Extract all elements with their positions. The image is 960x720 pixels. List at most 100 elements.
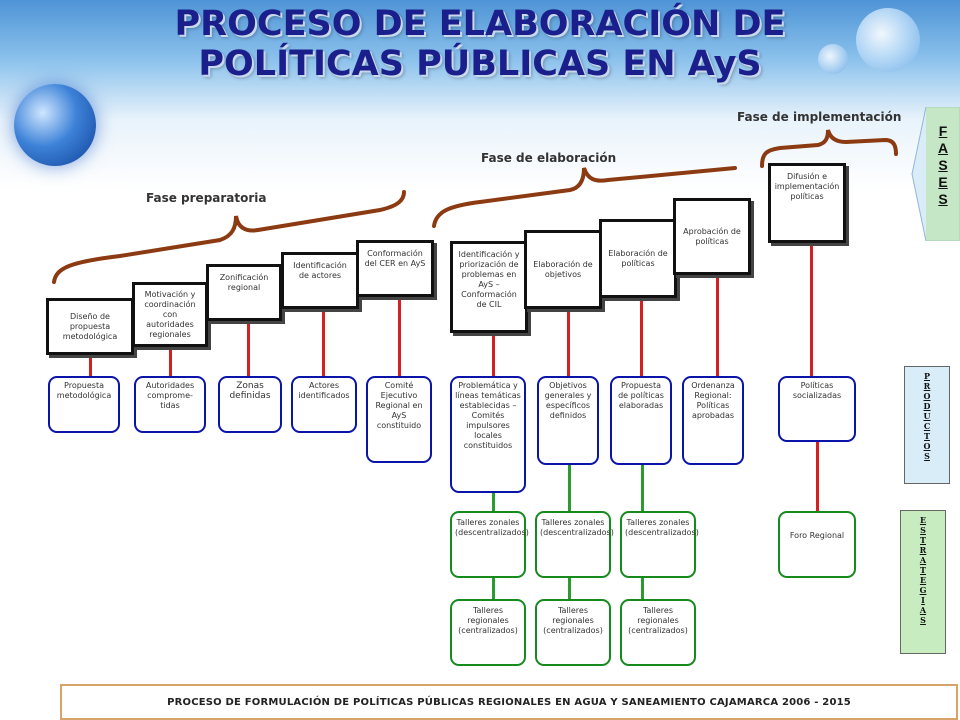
connector-line: [640, 297, 643, 377]
activity-label: Conformación del CER en AyS: [364, 249, 426, 268]
activity-box: Diseño de propuesta metodológica: [46, 298, 134, 355]
product-label: Políticas socializadas: [792, 381, 842, 400]
activity-label: Diseño de propuesta metodológica: [62, 311, 118, 341]
page-title: PROCESO DE ELABORACIÓN DE POLÍTICAS PÚBL…: [60, 4, 900, 84]
activity-label: Identificación y priorización de problem…: [458, 250, 520, 309]
strategy-label: Talleres regionales (centralizados): [628, 606, 688, 635]
product-box: Problemática y líneas temáticas establec…: [450, 376, 526, 493]
estrategias-letter: G: [919, 585, 927, 595]
connector-line: [492, 332, 495, 377]
connector-line: [169, 346, 172, 377]
fases-banner-shape: [911, 107, 960, 241]
activity-box: Identificación de actores: [281, 252, 359, 309]
phase-brackets: [52, 129, 898, 284]
activity-label: Identificación de actores: [293, 261, 347, 280]
productos-letter: C: [923, 421, 931, 431]
product-label: Zonas definidas: [229, 381, 271, 401]
phase-label-preparatoria: Fase preparatoria: [146, 191, 267, 205]
product-box: Ordenanza Regional: Políticas aprobadas: [682, 376, 744, 465]
decorative-bubble-right: [856, 8, 920, 72]
fases-letter: F: [938, 123, 948, 139]
estrategias-letter: R: [919, 545, 927, 555]
title-line-1: PROCESO DE ELABORACIÓN DE: [174, 4, 786, 44]
side-label-productos: P R O D U C T O S: [904, 366, 950, 484]
activity-box: Elaboración de objetivos: [524, 230, 602, 309]
activity-label: Aprobación de políticas: [683, 226, 741, 246]
product-box: Autoridades comprome-tidas: [134, 376, 206, 433]
product-box: Objetivos generales y específicos defini…: [537, 376, 599, 465]
estrategias-letter: T: [920, 535, 926, 545]
estrategias-letter: A: [919, 605, 927, 615]
phase-label-implementacion: Fase de implementación: [737, 110, 902, 124]
bracket-implementacion: [760, 129, 898, 168]
bracket-preparatoria: [52, 190, 406, 284]
product-box: Políticas socializadas: [778, 376, 856, 442]
activity-box: Motivación y coordinación con autoridade…: [132, 282, 208, 347]
estrategias-letter: S: [920, 525, 926, 535]
activity-box: Aprobación de políticas: [673, 198, 751, 275]
strategy-box: Talleres regionales (centralizados): [535, 599, 611, 666]
phase-label-elaboracion: Fase de elaboración: [481, 151, 617, 165]
side-label-estrategias: E S T R A T E G I A S: [900, 510, 946, 654]
product-box: Propuesta de políticas elaboradas: [610, 376, 672, 465]
connector-line: [247, 320, 250, 377]
productos-letter: O: [923, 391, 931, 401]
strategy-connector-line: [492, 492, 495, 512]
activity-box: Identificación y priorización de problem…: [450, 241, 528, 333]
strategy-box: Talleres zonales (descentralizados): [620, 511, 699, 578]
footer-banner: PROCESO DE FORMULACIÓN DE POLÍTICAS PÚBL…: [60, 684, 958, 720]
product-label: Propuesta de políticas elaboradas: [618, 381, 664, 410]
strategy-box: Talleres zonales (descentralizados): [450, 511, 529, 578]
estrategias-letter: E: [919, 515, 927, 525]
product-box: Propuesta metodológica: [48, 376, 120, 433]
strategy-box: Talleres regionales (centralizados): [450, 599, 526, 666]
activity-box: Conformación del CER en AyS: [356, 240, 434, 297]
connector-line: [567, 308, 570, 377]
product-box: Actores identificados: [291, 376, 357, 433]
strategy-box: Talleres regionales (centralizados): [620, 599, 696, 666]
productos-letter: P: [923, 371, 930, 381]
side-label-fases: F A S E S: [910, 107, 960, 241]
fases-letter: S: [938, 157, 948, 173]
product-label: Objetivos generales y específicos defini…: [544, 381, 592, 420]
estrategias-letter: A: [919, 555, 927, 565]
productos-letter: O: [923, 441, 931, 451]
bracket-elaboracion: [432, 166, 737, 228]
strategy-label: Talleres zonales (descentralizados): [455, 518, 529, 537]
connector-line: [89, 354, 92, 377]
connector-line: [398, 296, 401, 377]
strategy-label: Talleres regionales (centralizados): [458, 606, 518, 635]
decorative-bubble-small: [818, 44, 848, 74]
fases-letter: S: [938, 191, 948, 207]
product-label: Propuesta metodológica: [56, 381, 112, 400]
strategy-connector-line: [816, 441, 819, 512]
activity-label: Elaboración de objetivos: [533, 259, 593, 279]
strategy-connector-line: [641, 578, 644, 600]
strategy-label: Talleres zonales (descentralizados): [540, 518, 614, 537]
activity-label: Difusión e implementación políticas: [774, 172, 840, 201]
connector-line: [716, 274, 719, 377]
productos-letter: R: [923, 381, 931, 391]
strategy-connector-line: [568, 578, 571, 600]
product-box: Comité Ejecutivo Regional en AyS constit…: [366, 376, 432, 463]
productos-letter: S: [924, 451, 930, 461]
estrategias-letter: I: [921, 595, 925, 605]
strategy-label: Foro Regional: [789, 531, 845, 540]
activity-label: Motivación y coordinación con autoridade…: [144, 289, 196, 339]
fases-letter: A: [937, 140, 949, 156]
connector-line: [322, 309, 325, 377]
product-label: Comité Ejecutivo Regional en AyS constit…: [375, 381, 423, 430]
strategy-box: Talleres zonales (descentralizados): [535, 511, 614, 578]
product-label: Problemática y líneas temáticas establec…: [455, 381, 521, 450]
title-line-2: POLÍTICAS PÚBLICAS EN AyS: [198, 44, 762, 84]
strategy-label: Talleres regionales (centralizados): [543, 606, 603, 635]
connector-line: [810, 242, 813, 377]
strategy-connector-line: [568, 464, 571, 512]
footer-text: PROCESO DE FORMULACIÓN DE POLÍTICAS PÚBL…: [167, 696, 851, 708]
estrategias-letter: E: [919, 575, 927, 585]
productos-letter: U: [923, 411, 931, 421]
strategy-label: Talleres zonales (descentralizados): [625, 518, 699, 537]
activity-box: Difusión e implementación políticas: [768, 163, 846, 243]
estrategias-letter: S: [920, 615, 926, 625]
product-label: Actores identificados: [298, 381, 350, 400]
